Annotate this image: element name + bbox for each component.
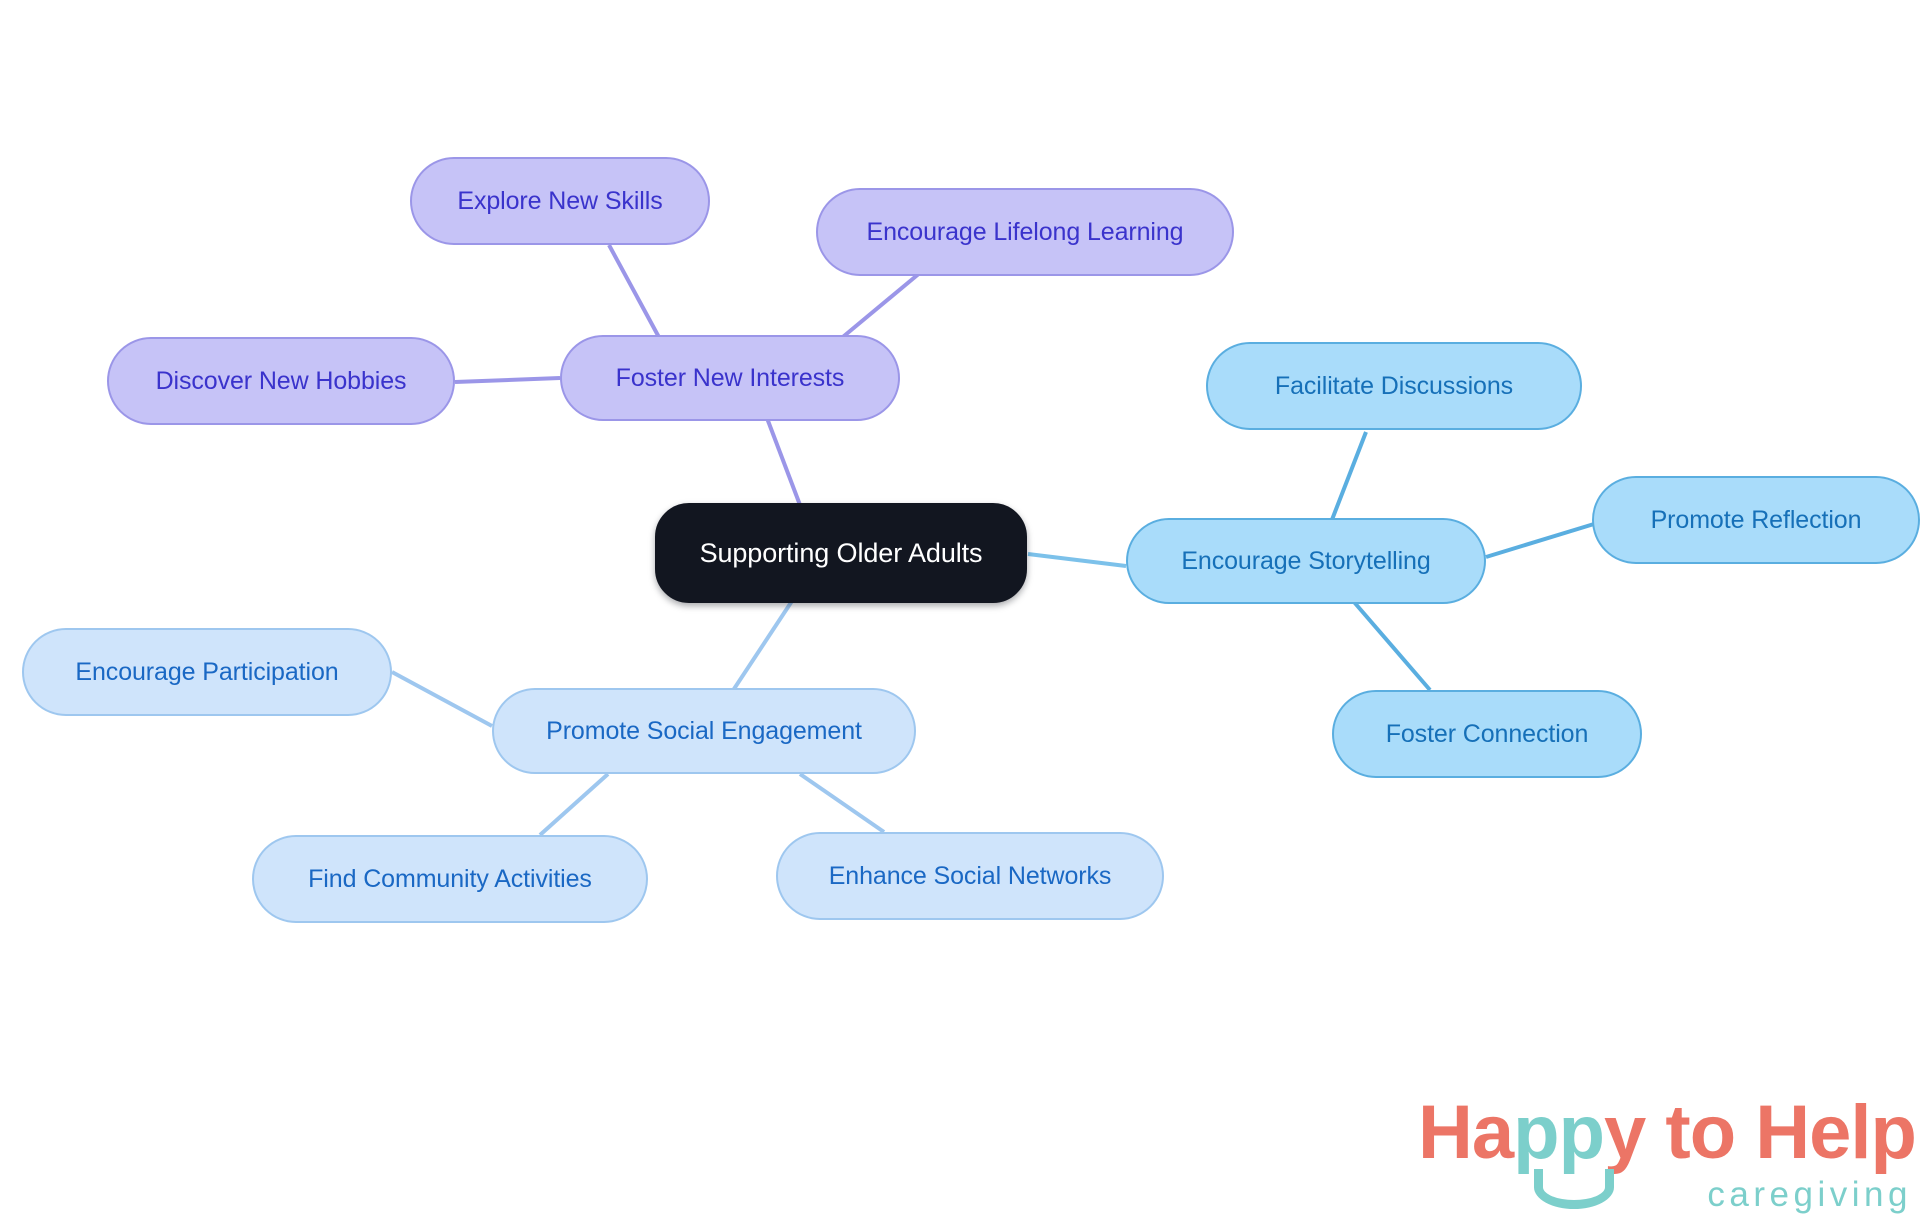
edge-social-to-find-community-activities xyxy=(538,772,610,837)
node-discover-new-hobbies-label: Discover New Hobbies xyxy=(155,366,407,395)
logo-text-ha: Ha xyxy=(1418,1090,1514,1175)
node-encourage-participation[interactable]: Encourage Participation xyxy=(22,628,392,716)
node-promote-reflection[interactable]: Promote Reflection xyxy=(1592,476,1920,564)
node-find-community-activities[interactable]: Find Community Activities xyxy=(252,835,648,923)
logo-text-pp: pp xyxy=(1513,1090,1605,1175)
node-explore-new-skills-label: Explore New Skills xyxy=(457,186,663,215)
edge-storytelling-to-promote-reflection xyxy=(1485,522,1595,559)
node-promote-reflection-label: Promote Reflection xyxy=(1650,505,1862,534)
happy-to-help-logo: Happy to Help caregiving xyxy=(1418,1095,1917,1215)
node-enhance-social-networks-label: Enhance Social Networks xyxy=(828,861,1112,890)
node-foster-connection-label: Foster Connection xyxy=(1385,719,1589,748)
logo-wordmark: Happy to Help xyxy=(1418,1095,1917,1209)
node-root-label: Supporting Older Adults xyxy=(699,537,983,568)
logo-tagline: caregiving xyxy=(1707,1175,1912,1214)
node-branch-foster-new-interests-label: Foster New Interests xyxy=(615,363,845,392)
node-explore-new-skills[interactable]: Explore New Skills xyxy=(410,157,710,245)
edge-foster-to-explore-new-skills xyxy=(607,244,663,342)
node-encourage-participation-label: Encourage Participation xyxy=(75,657,339,686)
node-encourage-lifelong-learning[interactable]: Encourage Lifelong Learning xyxy=(816,188,1234,276)
edge-foster-to-discover-new-hobbies xyxy=(454,376,561,384)
node-find-community-activities-label: Find Community Activities xyxy=(308,864,592,893)
edge-social-to-encourage-participation xyxy=(391,670,493,728)
node-foster-connection[interactable]: Foster Connection xyxy=(1332,690,1642,778)
edge-root-to-encourage-storytelling xyxy=(1027,552,1127,568)
node-branch-encourage-storytelling-label: Encourage Storytelling xyxy=(1181,546,1431,575)
node-branch-foster-new-interests[interactable]: Foster New Interests xyxy=(560,335,900,421)
edge-root-to-promote-social-engagement xyxy=(728,599,794,697)
node-branch-encourage-storytelling[interactable]: Encourage Storytelling xyxy=(1126,518,1486,604)
node-branch-promote-social-engagement-label: Promote Social Engagement xyxy=(546,716,862,745)
node-encourage-lifelong-learning-label: Encourage Lifelong Learning xyxy=(866,217,1184,246)
edge-social-to-enhance-social-networks xyxy=(798,772,886,834)
edge-storytelling-to-facilitate-discussions xyxy=(1326,431,1368,531)
smile-arc-icon xyxy=(1534,1169,1614,1209)
node-discover-new-hobbies[interactable]: Discover New Hobbies xyxy=(107,337,455,425)
edge-foster-to-lifelong-learning xyxy=(836,270,923,343)
logo-text-y-to-help: y to Help xyxy=(1604,1090,1917,1175)
node-branch-promote-social-engagement[interactable]: Promote Social Engagement xyxy=(492,688,916,774)
node-enhance-social-networks[interactable]: Enhance Social Networks xyxy=(776,832,1164,920)
node-facilitate-discussions-label: Facilitate Discussions xyxy=(1274,371,1514,400)
node-root-supporting-older-adults[interactable]: Supporting Older Adults xyxy=(655,503,1027,603)
edge-storytelling-to-foster-connection xyxy=(1352,600,1432,692)
node-facilitate-discussions[interactable]: Facilitate Discussions xyxy=(1206,342,1582,430)
